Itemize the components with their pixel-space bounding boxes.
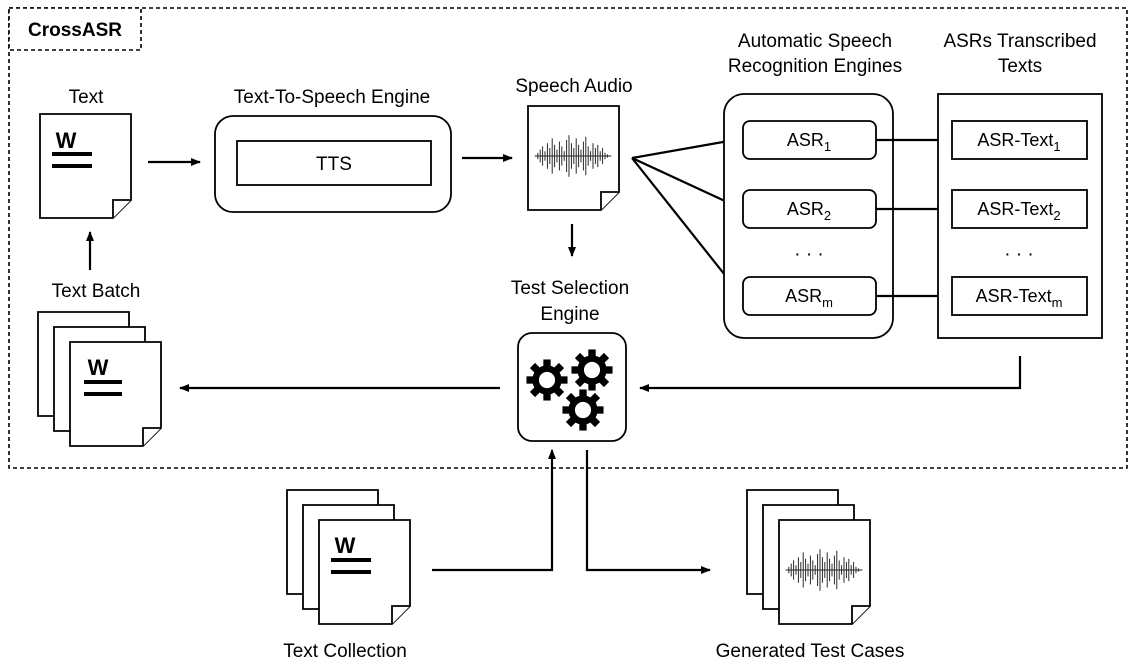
- asr-text-2-name: ASR-Text: [977, 199, 1053, 219]
- speech-audio-file-icon: [527, 105, 620, 211]
- asr-2-subscript: 2: [824, 208, 831, 223]
- asr-text-ellipsis: · · ·: [1004, 244, 1034, 265]
- tts-box: [236, 140, 432, 186]
- svg-text:ASR-Textm: ASR-Textm: [976, 286, 1063, 310]
- arrow-test-selection-to-generated: [585, 450, 711, 574]
- svg-text:ASR-Text1: ASR-Text1: [977, 130, 1060, 154]
- arrow-audio-to-asr2: [631, 157, 741, 209]
- asr-m: ASRm: [742, 276, 877, 316]
- crossasr-title-box: [8, 7, 142, 51]
- svg-text:ASRm: ASRm: [785, 286, 833, 310]
- asr-text-1-subscript: 1: [1053, 139, 1060, 154]
- text-batch-glyph: W: [88, 355, 109, 380]
- text-collection-document-stack-icon: W: [286, 489, 411, 625]
- arrow-audio-to-asr1: [631, 136, 741, 160]
- speech-audio-label: Speech Audio: [515, 76, 632, 97]
- asr-text-1: ASR-Text1: [951, 120, 1088, 160]
- asr-1-name: ASR: [787, 130, 824, 150]
- transcribed-label-line2: Texts: [998, 56, 1042, 77]
- svg-text:ASR1: ASR1: [787, 130, 831, 154]
- asr-1-subscript: 1: [824, 139, 831, 154]
- asr-text-m: ASR-Textm: [951, 276, 1088, 316]
- asr-text-1-name: ASR-Text: [977, 130, 1053, 150]
- asr-text-m-name: ASR-Text: [976, 286, 1052, 306]
- asr-text-2: ASR-Text2: [951, 189, 1088, 229]
- asr-engines-label-line2: Recognition Engines: [728, 56, 902, 77]
- asr-engines-label-line1: Automatic Speech: [738, 31, 892, 52]
- test-selection-label-line2: Engine: [540, 304, 599, 325]
- svg-text:ASR2: ASR2: [787, 199, 831, 223]
- arrow-text-collection-to-test-selection: [432, 449, 556, 572]
- generated-test-cases-stack-icon: [746, 489, 871, 625]
- svg-text:ASR-Text2: ASR-Text2: [977, 199, 1060, 223]
- arrow-audio-to-asrm: [631, 157, 741, 295]
- asr-m-name: ASR: [785, 286, 822, 306]
- transcribed-label-line1: ASRs Transcribed: [943, 31, 1096, 52]
- asr-1: ASR1: [742, 120, 877, 160]
- generated-test-cases-label: Generated Test Cases: [716, 641, 905, 662]
- tts-label: TTS: [316, 154, 352, 175]
- text-collection-glyph: W: [335, 533, 356, 558]
- text-collection-label: Text Collection: [283, 641, 407, 662]
- arrow-transcribed-to-test-selection: [639, 356, 1022, 392]
- asr-text-m-subscript: m: [1052, 295, 1063, 310]
- test-selection-label-line1: Test Selection: [511, 278, 629, 299]
- text-batch-document-stack-icon: W: [37, 311, 162, 447]
- text-document-icon: W: [39, 113, 132, 219]
- asr-text-2-subscript: 2: [1053, 208, 1060, 223]
- crossasr-title: CrossASR: [28, 20, 122, 41]
- asr-2: ASR2: [742, 189, 877, 229]
- tts-engine-label: Text-To-Speech Engine: [234, 87, 430, 108]
- asr-2-name: ASR: [787, 199, 824, 219]
- text-batch-label: Text Batch: [52, 281, 141, 302]
- crossasr-frame: [8, 7, 1128, 469]
- text-document-glyph: W: [56, 128, 77, 153]
- text-label: Text: [69, 87, 105, 108]
- asr-ellipsis: · · ·: [794, 244, 824, 265]
- asr-m-subscript: m: [822, 295, 833, 310]
